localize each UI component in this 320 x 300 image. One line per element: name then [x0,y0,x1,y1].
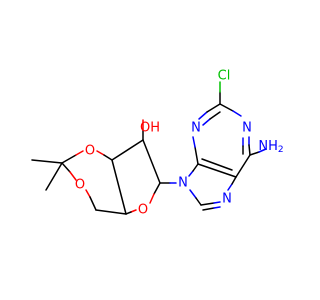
hydroxyl-label: OH [140,121,160,136]
bond-c6-nh2-n [258,148,267,153]
bond-n9-c8-c [195,197,202,206]
bond-c1-ofur-o [149,193,155,204]
furanose-oxygen-label: O [138,203,148,218]
bond-c8-n7-n [213,201,221,204]
bond-oleft-ch2-c [89,196,97,211]
bond-cq-oleft-o [69,171,77,181]
bond-n9-c4-n [188,170,194,177]
bond-c3a-coh [111,139,144,161]
molecule-structure: OH O O O N N N N Cl NH2 [31,69,284,218]
bond-c4-c5-double [201,158,233,171]
bond-otop-c3a-c [103,154,113,161]
bond-c2-n1-c [219,103,234,112]
bond-n3-c2-c-double [209,111,221,120]
purine-n7-label: N [222,192,232,207]
bond-c4-n3-n [192,136,196,148]
dioxane-oxygen-top-label: O [85,144,95,159]
bond-c2-n1-n [232,110,242,117]
chlorine-label: Cl [218,69,231,84]
bond-c4-c5 [197,163,237,178]
bond-c4-n3-c [194,146,199,165]
bond-cq-otop-o [75,150,84,156]
atom-labels: OH O O O N N N N Cl NH2 [75,69,284,218]
furanose-ring [111,119,177,215]
bond-c6-c5 [235,154,251,178]
bond-cq-oleft-c [61,162,71,173]
bond-c8-n7-n-double [213,206,221,209]
bond-n3-c2-c [206,103,221,113]
amino-label: NH2 [258,139,283,156]
purine-n9-label: N [178,176,188,191]
bond-n7-c5-n [227,183,233,191]
bond-c8-n7-c [200,202,215,206]
bond-ofur-c6a-o [130,209,137,213]
bond-otop-c3a-o [96,150,105,156]
bond-c1-ofur-c [153,182,161,195]
bond-oleft-ch2-o [85,189,91,198]
amino-subscript: 2 [278,145,284,155]
dioxane-oxygen-left-label: O [75,178,85,193]
amino-main: NH [258,139,278,154]
bond-n9-c8-n [189,189,197,199]
bond-n7-c5-c [231,176,237,185]
bond-cq-otop-c [61,154,77,164]
bond-ofur-c6a-c [125,211,132,215]
bond-n3-c2-n [198,111,208,120]
dioxane-ring [31,150,127,215]
purine-ring [188,81,267,211]
methyl-bond-1 [31,159,63,164]
bond-n3-c2-n-double [202,118,211,126]
bond-ch2-c6a [95,209,127,215]
bond-n9-c4-c [192,163,199,172]
purine-n1-label: N [242,121,252,136]
bond-n1-c6-c [248,144,251,156]
bond-c6-nh2-c [249,151,260,156]
bond-c8-n7-c-double [202,207,215,211]
methyl-bond-2 [45,162,63,191]
purine-n3-label: N [191,121,201,136]
bond-c3a-c6a [111,159,127,215]
bond-coh-c1 [142,139,161,184]
